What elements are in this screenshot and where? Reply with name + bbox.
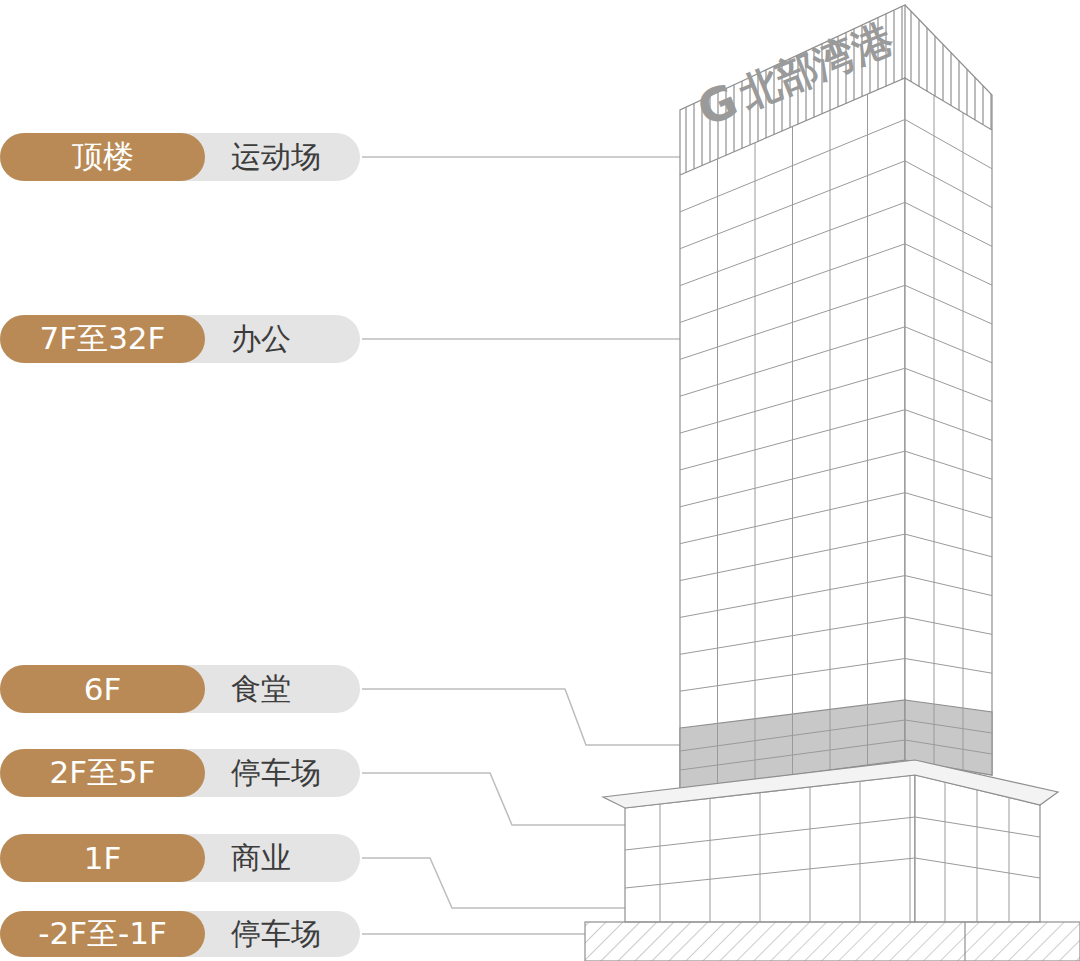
tower-front <box>680 78 905 790</box>
crown-bar <box>934 36 935 96</box>
crown-bar <box>901 6 902 79</box>
window-column <box>934 95 935 765</box>
floor-range: 7F至32F <box>0 315 205 363</box>
foundation-edge <box>964 922 965 961</box>
floor-label-pill: 6F食堂 <box>0 665 360 713</box>
floor-range: 2F至5F <box>0 749 205 797</box>
floor-label-pill: -2F至-1F停车场 <box>0 911 360 957</box>
window-row <box>905 534 992 557</box>
window-column <box>867 94 868 765</box>
window-row <box>905 368 992 401</box>
crown-bar <box>982 86 983 125</box>
crown-bar <box>966 69 967 115</box>
podium-mullion <box>860 781 861 922</box>
floor-function: 停车场 <box>205 753 345 794</box>
window-column <box>792 127 793 776</box>
window-column <box>717 159 718 785</box>
crown-bar <box>950 53 951 106</box>
floor-function: 商业 <box>205 838 315 879</box>
podium-mullion <box>660 804 661 922</box>
crown-frame <box>680 5 905 175</box>
floor-range: -2F至-1F <box>0 911 205 957</box>
floor-label-pill: 顶楼运动场 <box>0 133 360 181</box>
logo-text: G <box>691 77 743 134</box>
podium-mullion <box>945 782 946 922</box>
podium-eave <box>603 760 1058 808</box>
floor-function: 办公 <box>205 319 315 360</box>
floor-function: 运动场 <box>205 137 345 178</box>
window-row <box>905 617 992 634</box>
floor-range: 顶楼 <box>0 133 205 181</box>
window-column <box>963 113 964 770</box>
window-row <box>905 576 992 596</box>
podium-mullion <box>910 776 911 922</box>
crown-bar <box>958 61 959 110</box>
floor-range: 1F <box>0 834 205 882</box>
window-column <box>830 110 831 770</box>
podium-mullion <box>810 787 811 922</box>
crown-frame <box>905 5 992 130</box>
foundation <box>585 922 1080 961</box>
floor-range: 6F <box>0 665 205 713</box>
floor-label-pill: 7F至32F办公 <box>0 315 360 363</box>
crown-bar <box>685 107 686 172</box>
podium-mullion <box>977 790 978 922</box>
window-row <box>905 285 992 324</box>
tower-side <box>905 78 992 775</box>
window-row <box>905 244 992 285</box>
window-row <box>905 493 992 518</box>
window-row <box>905 410 992 441</box>
crown-bar <box>918 19 919 86</box>
window-row <box>905 202 992 246</box>
podium-mullion <box>710 798 711 922</box>
crown-bar <box>942 44 943 100</box>
crown-bar <box>990 94 991 129</box>
crown-bar <box>926 28 927 91</box>
crown-bar <box>910 11 911 81</box>
podium-floor-line <box>625 817 1040 850</box>
floor-label-pill: 2F至5F停车场 <box>0 749 360 797</box>
podium-mullion <box>760 793 761 922</box>
floor-label-pill: 1F商业 <box>0 834 360 882</box>
window-column <box>755 143 756 780</box>
window-row <box>680 740 992 770</box>
window-row <box>905 327 992 363</box>
window-row <box>905 161 992 208</box>
podium-mullion <box>1009 798 1010 922</box>
floor-function: 食堂 <box>205 669 315 710</box>
logo-text: 北部湾港 <box>735 18 898 115</box>
window-row <box>905 659 992 674</box>
window-row <box>905 119 992 168</box>
floor-function: 停车场 <box>205 914 345 955</box>
crown-bar <box>974 77 975 119</box>
window-row <box>905 451 992 479</box>
crown-bar <box>693 103 694 168</box>
podium-floor-line <box>625 858 1040 888</box>
